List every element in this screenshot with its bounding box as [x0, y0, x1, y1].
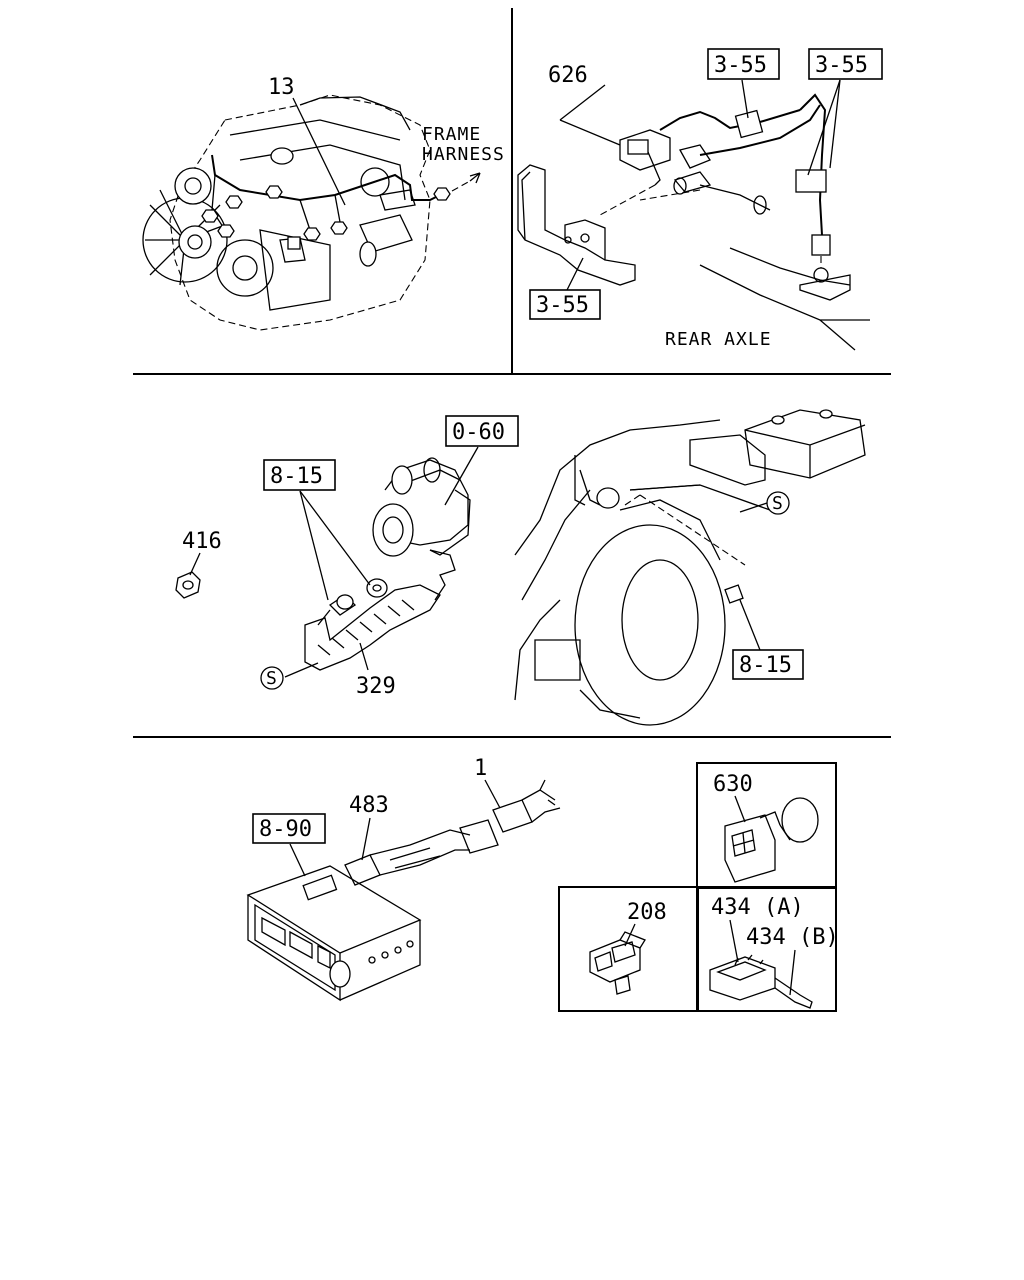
ref-box-8-15-body	[732, 649, 804, 680]
callout-483: 483	[349, 793, 389, 818]
callout-416: 416	[182, 529, 222, 554]
callout-434a: 434 (A)	[711, 895, 804, 920]
starter-panel: 0-60 8-15 416 329 S	[175, 409, 866, 726]
rear-axle-illustration	[517, 93, 870, 351]
radio-illustration	[246, 779, 561, 1002]
engine-panel: 13 FRAME HARNESS	[142, 75, 505, 331]
frame-harness-label-line1: FRAME	[422, 124, 481, 145]
frame-harness-label-line2: HARNESS	[422, 144, 505, 165]
ref-0-60: 0-60	[452, 420, 505, 445]
rear-axle-panel: 626 3-55 3-55 3-55 REAR AXLE	[517, 48, 883, 351]
ref-3-55-a: 3-55	[714, 53, 767, 78]
inset-434	[696, 886, 837, 1012]
radio-panel: 8-90 483 1	[246, 756, 561, 1002]
connector-434-illustration	[709, 954, 813, 1009]
connector-630-illustration	[724, 797, 819, 883]
s-marker-left	[260, 666, 284, 690]
s-marker-left-text: S	[266, 668, 278, 689]
connector-208-illustration	[589, 931, 646, 995]
ref-box-3-55-c	[529, 289, 601, 320]
callout-329: 329	[356, 674, 396, 699]
callout-1: 1	[474, 756, 487, 781]
callout-13: 13	[268, 75, 295, 100]
s-marker-right-text: S	[772, 493, 784, 514]
engine-illustration	[142, 94, 481, 331]
vehicle-body-illustration	[514, 409, 866, 726]
ref-8-90: 8-90	[259, 817, 312, 842]
starter-illustration	[175, 457, 471, 678]
ref-8-15-body: 8-15	[739, 653, 792, 678]
ref-8-15-bolts: 8-15	[270, 464, 323, 489]
ref-box-0-60	[445, 415, 519, 447]
callout-626: 626	[548, 63, 588, 88]
ref-box-8-90	[252, 813, 326, 844]
ref-3-55-c: 3-55	[536, 293, 589, 318]
connectors-panel: 630 208 434 (A) 434 (B)	[558, 762, 839, 1012]
ref-3-55-b: 3-55	[815, 53, 868, 78]
ref-box-8-15-bolts	[263, 459, 336, 491]
ref-box-3-55-a	[707, 48, 780, 80]
rear-axle-label: REAR AXLE	[665, 329, 772, 350]
callout-630: 630	[713, 772, 753, 797]
callout-208: 208	[627, 900, 667, 925]
ref-box-3-55-b	[808, 48, 883, 80]
callout-434b: 434 (B)	[746, 925, 839, 950]
